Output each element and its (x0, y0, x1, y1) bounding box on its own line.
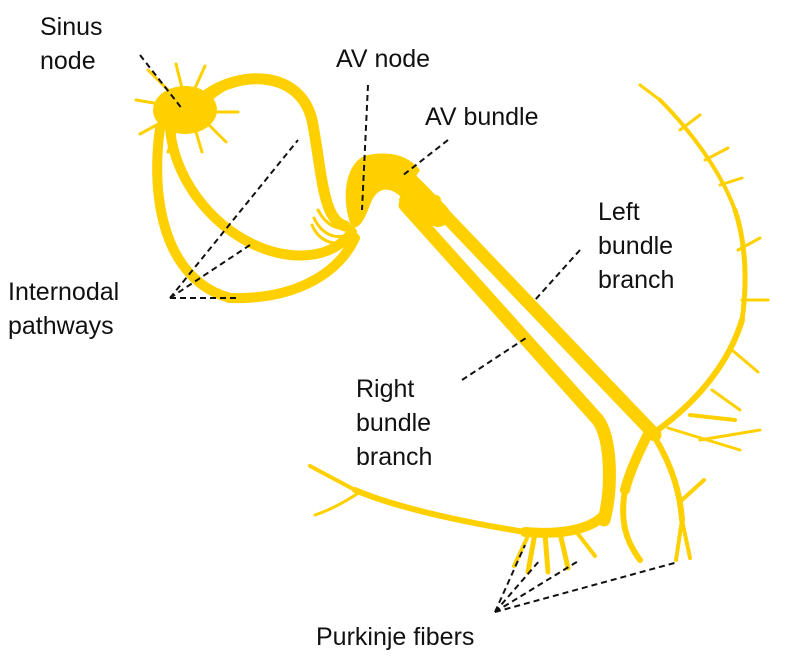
conduction-fibers (134, 62, 770, 575)
label-internodal-pathways: Internodal pathways (8, 278, 120, 340)
label-left-bundle-branch: Left bundle branch (598, 198, 675, 294)
leader-purkinje-3 (494, 559, 581, 613)
right-purkinje-network (308, 464, 609, 575)
label-right-bundle-branch: Right bundle branch (356, 375, 433, 471)
right-bundle-branch-shape (398, 198, 616, 527)
leader-lines (139, 54, 679, 613)
left-purkinje-network (620, 83, 770, 563)
leader-right-bundle-branch (461, 337, 527, 381)
leader-internodal-1 (169, 139, 299, 299)
leader-purkinje-2 (494, 559, 541, 613)
label-av-node: AV node (336, 45, 431, 73)
leader-av-node (361, 84, 369, 211)
label-purkinje-fibers: Purkinje fibers (316, 623, 475, 651)
left-bundle-branch-shape (428, 198, 662, 442)
leader-purkinje-4 (494, 561, 679, 613)
label-av-bundle: AV bundle (425, 103, 539, 131)
leader-internodal-2 (169, 244, 251, 299)
leader-left-bundle-branch (534, 249, 581, 301)
leader-sinus-node (139, 54, 184, 111)
label-sinus-node: Sinus node (40, 13, 103, 75)
internodal-pathways-shape (152, 73, 360, 304)
leader-purkinje-1 (494, 544, 526, 613)
